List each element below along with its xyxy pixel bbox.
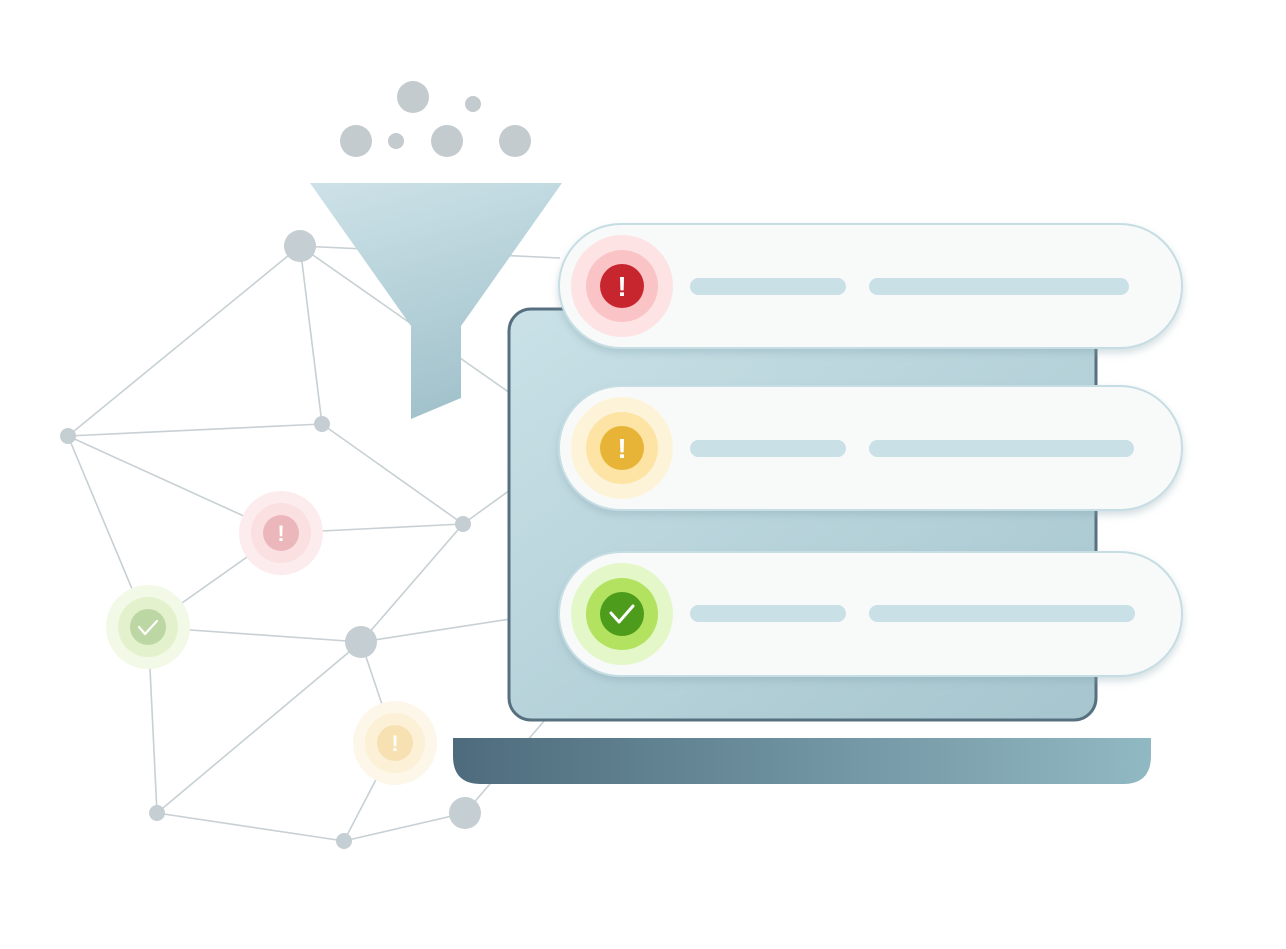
particle	[431, 125, 463, 157]
network-marker-warning: !	[353, 701, 437, 785]
placeholder-bar-short	[690, 278, 846, 295]
network-marker-error: !	[239, 491, 323, 575]
particle	[397, 81, 429, 113]
alert-badge	[600, 426, 644, 470]
particle	[340, 125, 372, 157]
network-node	[455, 516, 471, 532]
alert-badge	[600, 592, 644, 636]
exclamation-icon: !	[617, 271, 626, 302]
network-node	[345, 626, 377, 658]
network-node	[60, 428, 76, 444]
exclamation-icon: !	[277, 521, 284, 546]
network-node	[449, 797, 481, 829]
check-icon	[609, 604, 635, 624]
placeholder-bar-short	[690, 605, 846, 622]
placeholder-bar-short	[690, 440, 846, 457]
placeholder-bar-long	[869, 440, 1134, 457]
network-node	[149, 805, 165, 821]
alert-badge	[600, 264, 644, 308]
exclamation-icon: !	[617, 433, 626, 464]
status-card-error[interactable]: !	[558, 223, 1183, 349]
particle	[388, 133, 404, 149]
particle	[465, 96, 481, 112]
funnel-icon	[310, 183, 562, 419]
network-nodes	[60, 230, 481, 849]
monitor	[453, 307, 1151, 784]
check-icon	[137, 619, 159, 636]
network-node	[336, 833, 352, 849]
network-marker-success	[106, 585, 190, 669]
status-card-warning[interactable]: !	[558, 385, 1183, 511]
network-node	[284, 230, 316, 262]
status-card-success[interactable]	[558, 551, 1183, 677]
network-node	[314, 416, 330, 432]
exclamation-icon: !	[391, 731, 398, 756]
data-particles	[340, 81, 531, 157]
placeholder-bar-long	[869, 605, 1135, 622]
particle	[499, 125, 531, 157]
placeholder-bar-long	[869, 278, 1129, 295]
monitor-base	[453, 738, 1151, 784]
network-lines	[67, 245, 561, 842]
